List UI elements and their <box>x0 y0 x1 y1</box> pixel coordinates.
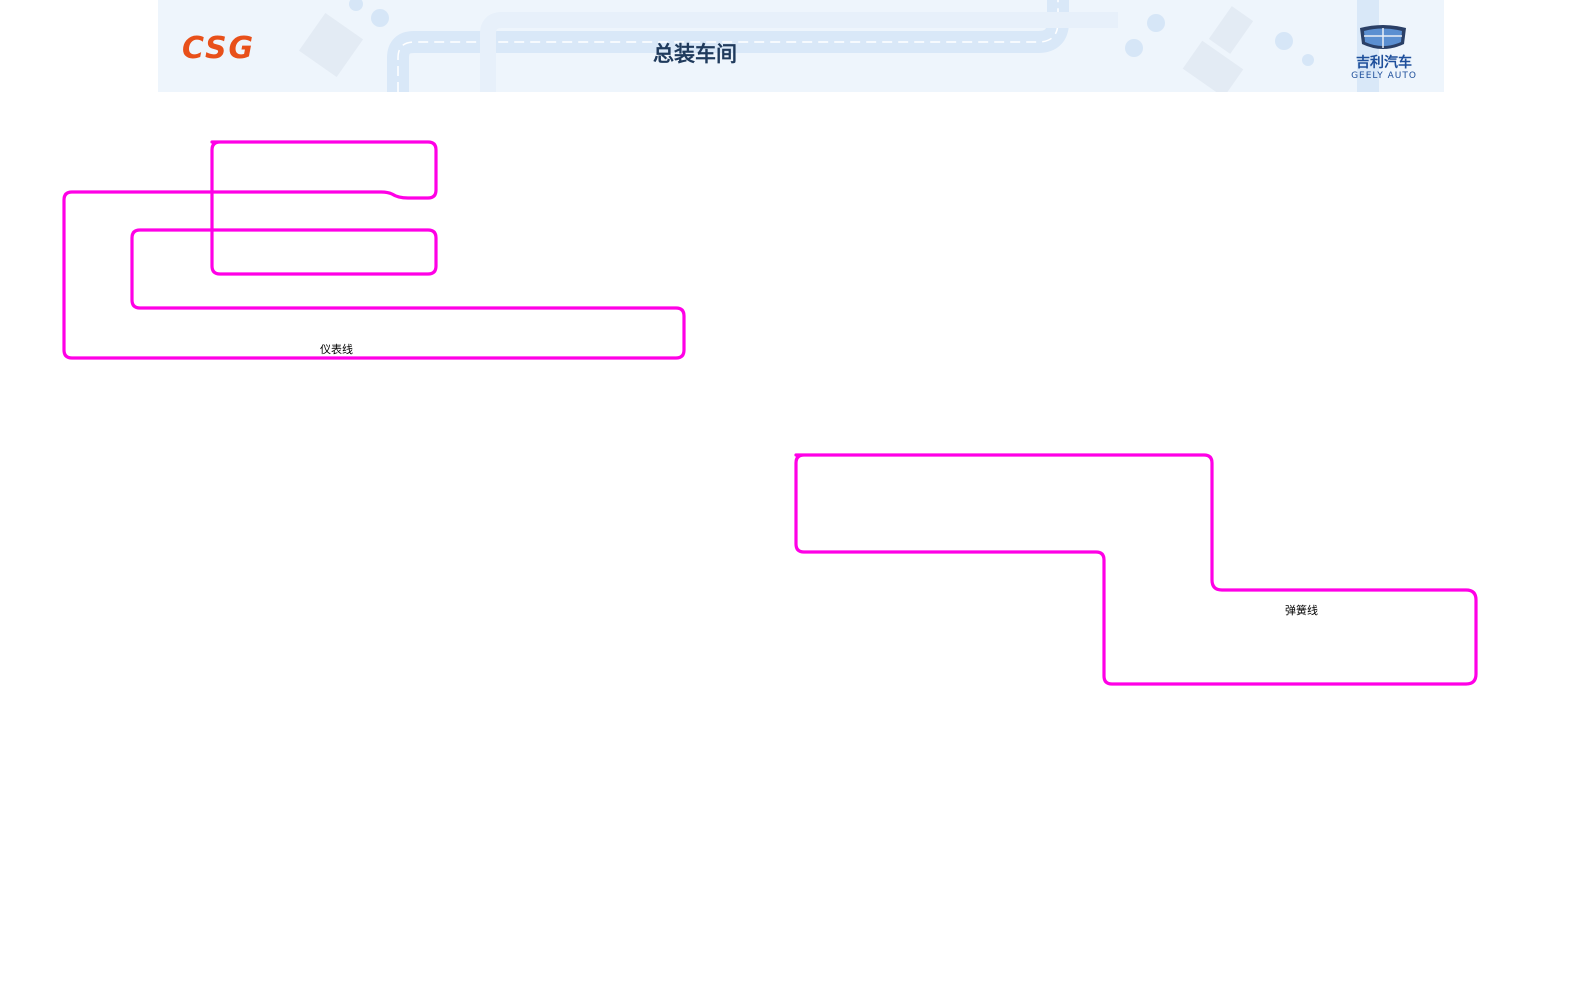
csg-logo: CSG <box>182 31 256 66</box>
page-title: 总装车间 <box>653 42 737 66</box>
instrument-line-path <box>62 140 686 360</box>
spring-line-path <box>794 453 1478 686</box>
geely-logo: 吉利汽车 GEELY AUTO <box>1344 24 1424 86</box>
instrument-line-label: 仪表线 <box>320 342 353 356</box>
geely-logo-chinese: 吉利汽车 <box>1356 55 1412 71</box>
geely-badge-icon <box>1360 25 1406 49</box>
spring-line-label: 弹簧线 <box>1285 603 1318 617</box>
header-banner <box>158 0 1444 92</box>
banner-decoration <box>298 0 1379 92</box>
geely-logo-english: GEELY AUTO <box>1351 71 1417 81</box>
